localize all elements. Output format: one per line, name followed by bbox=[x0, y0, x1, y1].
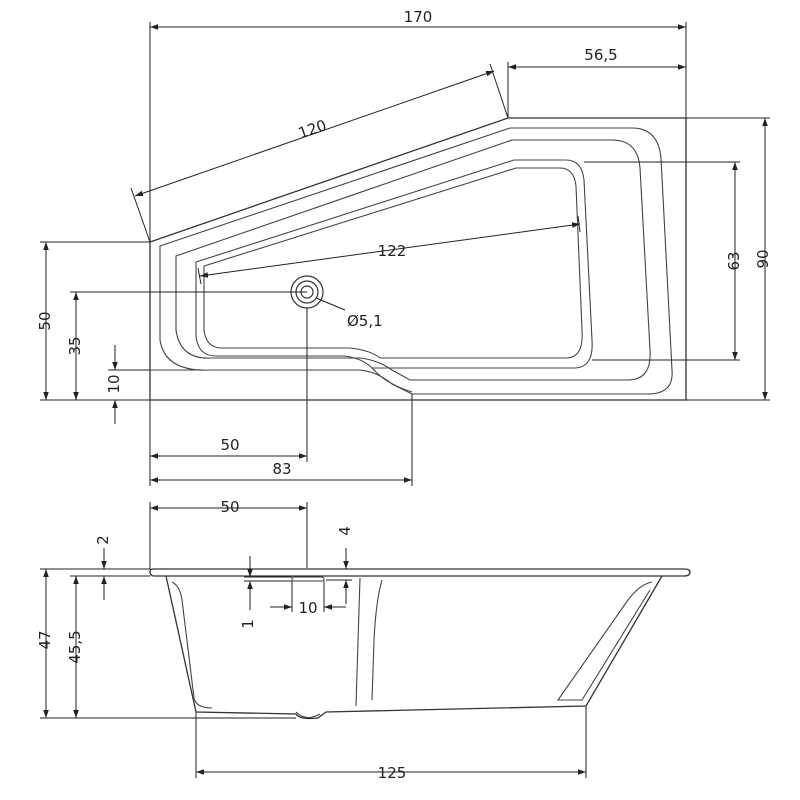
side-inner-wall-left bbox=[171, 581, 213, 709]
dim-tick-122-right bbox=[577, 215, 581, 233]
drain-diameter-leader bbox=[315, 297, 346, 311]
dim-tick-122-left bbox=[197, 267, 202, 285]
side-overflow-slot bbox=[291, 576, 325, 582]
dim-line-122 bbox=[199, 222, 581, 278]
dim-label-50-left: 50 bbox=[36, 311, 54, 330]
side-dim-label-50: 50 bbox=[220, 498, 239, 516]
dim-line-120 bbox=[134, 70, 495, 197]
side-dim-label-45-5: 45,5 bbox=[66, 630, 84, 663]
dim-label-90: 90 bbox=[754, 249, 772, 268]
tub-rim-line bbox=[159, 127, 673, 395]
tub-step-edge bbox=[371, 367, 413, 393]
dim-label-35: 35 bbox=[66, 336, 84, 355]
side-view: 50 2 4 10 1 47 45,5 bbox=[36, 498, 691, 782]
side-dim-label-4: 4 bbox=[336, 526, 354, 536]
side-dim-label-47: 47 bbox=[36, 630, 54, 649]
top-view: Ø5,1 170 56,5 120 122 63 90 50 bbox=[36, 8, 772, 486]
side-inner-divider bbox=[355, 577, 383, 707]
side-drain-outlet bbox=[295, 711, 321, 719]
side-dim-label-125: 125 bbox=[378, 764, 407, 782]
tub-basin-outline bbox=[175, 139, 651, 381]
ext-line-slant-a bbox=[130, 187, 151, 243]
tub-floor-inner-line bbox=[203, 167, 583, 359]
dim-label-10-step: 10 bbox=[105, 374, 123, 393]
dim-label-120: 120 bbox=[296, 116, 329, 142]
dim-label-170: 170 bbox=[404, 8, 433, 26]
dim-label-83: 83 bbox=[272, 460, 291, 478]
ext-line-slant-b bbox=[489, 63, 509, 119]
side-body-outline bbox=[165, 575, 663, 720]
side-rim bbox=[149, 568, 691, 577]
side-dim-label-10: 10 bbox=[298, 599, 317, 617]
dim-label-50-bottom: 50 bbox=[220, 436, 239, 454]
drain-diameter-label: Ø5,1 bbox=[347, 312, 383, 330]
dim-label-122: 122 bbox=[378, 242, 407, 260]
side-inner-wall-right bbox=[556, 581, 653, 701]
side-dim-label-2: 2 bbox=[94, 535, 112, 545]
tub-floor-outline bbox=[195, 159, 593, 369]
side-dim-label-1: 1 bbox=[239, 619, 257, 629]
dim-label-63: 63 bbox=[725, 251, 743, 270]
dim-label-56-5: 56,5 bbox=[584, 46, 617, 64]
